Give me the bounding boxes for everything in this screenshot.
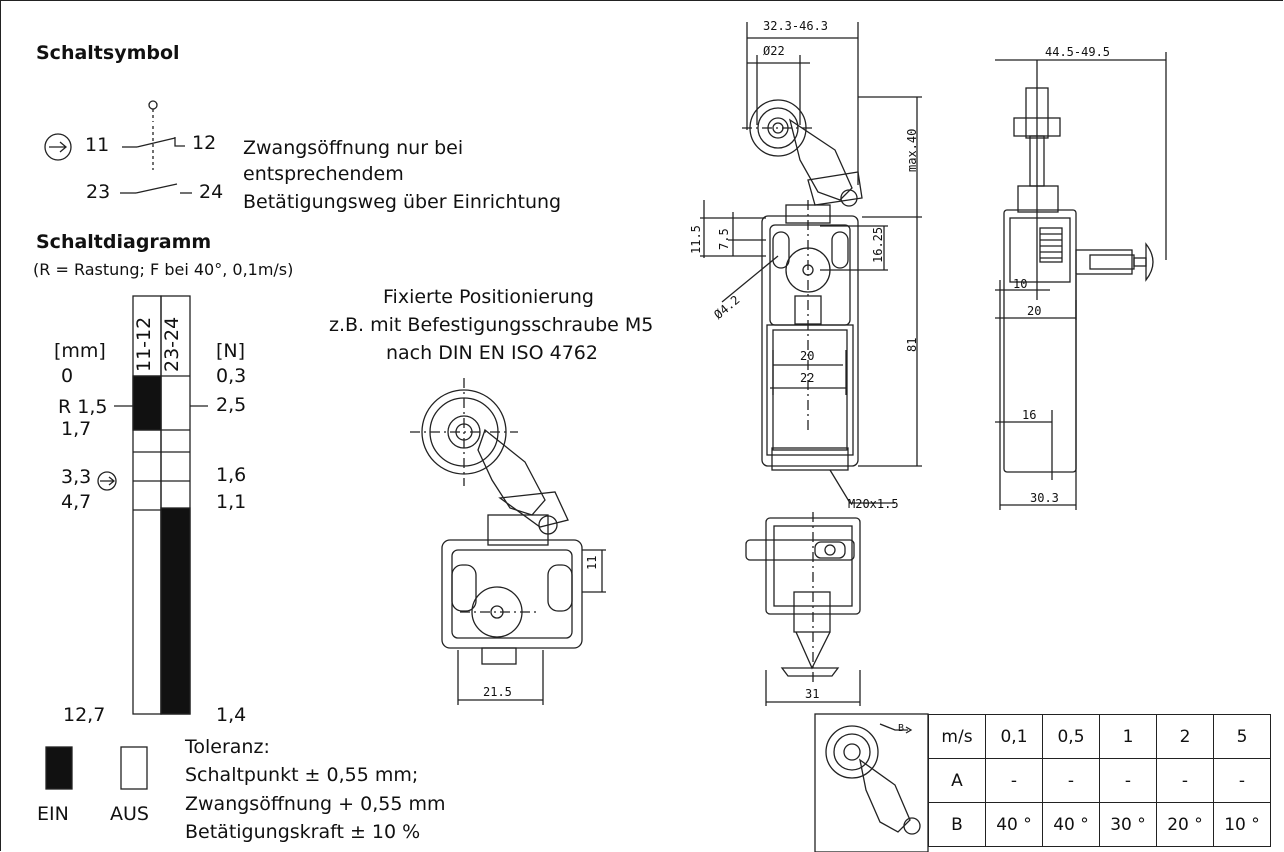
mm-value-0: 0 — [61, 365, 74, 387]
tolerance-1: Schaltpunkt ± 0,55 mm; — [185, 764, 419, 786]
dim-7-5: 7.5 — [717, 228, 731, 250]
tolerance-title: Toleranz: — [185, 736, 270, 758]
dim-max40: max.40 — [905, 128, 919, 172]
column-label-11-12: 11-12 — [133, 316, 155, 372]
table-cell: - — [1042, 758, 1100, 803]
dim-front-22: 22 — [800, 371, 815, 385]
mm-value-4: 4,7 — [61, 491, 92, 513]
fixed-line-2: z.B. mit Befestigungsschraube M5 — [329, 314, 654, 336]
force-value-3: 1,1 — [216, 491, 247, 513]
table-cell: 40 ° — [1042, 802, 1100, 847]
table-cell: 2 — [1156, 714, 1214, 759]
table-cell: 0,5 — [1042, 714, 1100, 759]
force-value-2: 1,6 — [216, 464, 247, 486]
unit-n: [N] — [216, 340, 246, 362]
dim-front-width: 32.3-46.3 — [763, 19, 829, 33]
legend-off-label: AUS — [110, 803, 149, 825]
mm-value-5: 12,7 — [63, 704, 106, 726]
dim-side-10: 10 — [1013, 277, 1028, 291]
tolerance-3: Betätigungskraft ± 10 % — [185, 821, 421, 843]
symbol-note-1: Zwangsöffnung nur bei — [243, 137, 464, 159]
column-label-23-24: 23-24 — [161, 316, 183, 372]
switch-diagram-graphic — [45, 295, 208, 790]
terminal-23: 23 — [86, 181, 111, 203]
fixed-line-1: Fixierte Positionierung — [383, 286, 594, 308]
table-cell: 10 ° — [1213, 802, 1271, 847]
mm-value-3: 3,3 — [61, 466, 92, 488]
table-cell: - — [1099, 758, 1157, 803]
tolerance-2: Zwangsöffnung + 0,55 mm — [185, 793, 446, 815]
dim-side-16: 16 — [1022, 408, 1037, 422]
table-cell: - — [1156, 758, 1214, 803]
force-value-0: 0,3 — [216, 365, 247, 387]
dim-16-25: 16.25 — [871, 226, 885, 263]
table-cell: - — [985, 758, 1043, 803]
terminal-12: 12 — [192, 132, 217, 154]
dim-81: 81 — [905, 337, 919, 352]
fixed-line-3: nach DIN EN ISO 4762 — [386, 342, 598, 364]
unit-mm: [mm] — [54, 340, 106, 362]
front-view-graphic — [700, 22, 922, 504]
table-cell: - — [1213, 758, 1271, 803]
table-cell: B — [928, 802, 986, 847]
terminal-11: 11 — [85, 134, 110, 156]
table-row: A - - - - - — [928, 758, 1271, 803]
speed-angle-table: m/s 0,1 0,5 1 2 5 A - - - - - B 40 ° 40 … — [928, 714, 1271, 847]
dim-11-5: 11.5 — [689, 225, 703, 254]
diagram-title: Schaltdiagramm — [36, 231, 212, 253]
symbol-note-2: entsprechendem — [243, 163, 404, 185]
side-view-graphic — [995, 52, 1167, 510]
fixed-view-graphic — [410, 378, 606, 705]
table-cell: 0,1 — [985, 714, 1043, 759]
switch-symbol-graphic — [44, 100, 192, 194]
force-value-4: 1,4 — [216, 704, 247, 726]
table-row: B 40 ° 40 ° 30 ° 20 ° 10 ° — [928, 802, 1271, 847]
symbol-note-3: Betätigungsweg über Einrichtung — [243, 191, 562, 213]
terminal-24: 24 — [199, 181, 224, 203]
table-cell: A — [928, 758, 986, 803]
symbol-title: Schaltsymbol — [36, 42, 180, 64]
mm-value-2: 1,7 — [61, 418, 92, 440]
icon-b-label: B — [898, 723, 905, 734]
table-cell: 30 ° — [1099, 802, 1157, 847]
table-cell: 1 — [1099, 714, 1157, 759]
force-value-1: 2,5 — [216, 394, 247, 416]
table-cell: 40 ° — [985, 802, 1043, 847]
dim-thread: M20x1.5 — [848, 497, 899, 511]
dim-21-5: 21.5 — [483, 685, 512, 699]
table-cell: m/s — [928, 714, 986, 759]
dim-31: 31 — [805, 687, 820, 701]
legend-on-label: EIN — [37, 803, 69, 825]
dim-11: 11 — [585, 555, 599, 570]
table-row: m/s 0,1 0,5 1 2 5 — [928, 714, 1271, 759]
dim-front-20: 20 — [800, 349, 815, 363]
dim-roller-dia: Ø22 — [763, 44, 785, 58]
dim-side-30-3: 30.3 — [1030, 491, 1059, 505]
roller-angle-icon — [814, 713, 929, 852]
bottom-view-graphic — [745, 512, 861, 706]
dim-side-width: 44.5-49.5 — [1045, 45, 1111, 59]
diagram-subtitle: (R = Rastung; F bei 40°, 0,1m/s) — [33, 260, 294, 279]
dim-side-20: 20 — [1027, 304, 1042, 318]
mm-value-1: R 1,5 — [58, 396, 108, 418]
table-cell: 5 — [1213, 714, 1271, 759]
table-cell: 20 ° — [1156, 802, 1214, 847]
